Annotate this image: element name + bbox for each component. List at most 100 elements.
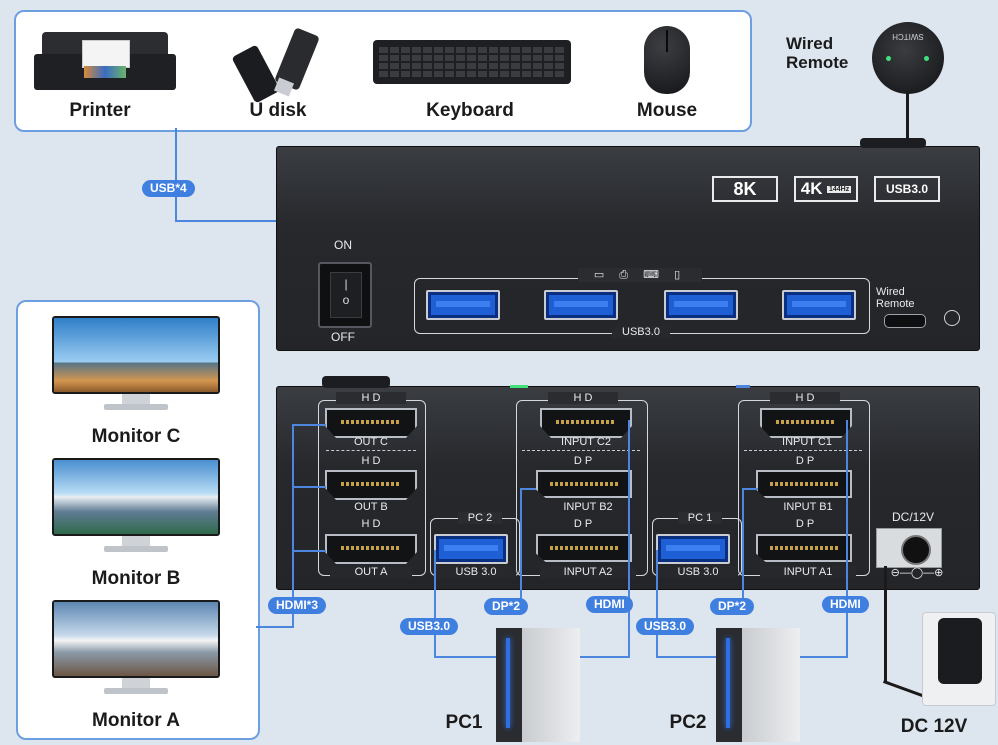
pc2-usb-wire-h: [434, 656, 504, 658]
dp-input-a1[interactable]: [756, 534, 852, 562]
power-switch[interactable]: | o: [318, 262, 372, 328]
remote-port[interactable]: [884, 314, 926, 328]
out-a-hd: H D: [361, 518, 381, 530]
monitor-b-label: Monitor B: [91, 568, 181, 589]
badge-usb30: USB3.0: [874, 176, 940, 202]
badge-4k-sub: 144Hz: [826, 186, 852, 194]
monitor-c-label: Monitor C: [91, 426, 181, 447]
back-indicator-1: [510, 385, 528, 388]
badge-4k: 4K 144Hz: [794, 176, 858, 202]
power-on-label: ON: [334, 238, 352, 252]
badge-4k-text: 4K: [800, 179, 823, 198]
hdmi-wire-a: [292, 550, 326, 552]
c2-hd: H D: [548, 392, 618, 404]
power-cable: [884, 566, 887, 682]
out-c-label: OUT C: [353, 436, 389, 448]
dp2-tag-a: DP*2: [484, 598, 529, 615]
pc1-tower-icon: [496, 628, 582, 742]
printer-icon: [30, 26, 180, 96]
pc1-divider: [744, 450, 862, 451]
back-indicator-2: [736, 385, 750, 388]
out-c-hd: H D: [336, 392, 406, 404]
pc2-usb-port[interactable]: [434, 534, 508, 564]
remote-port-label: Wired Remote: [876, 286, 915, 310]
hdmi-wire-to-panel: [256, 626, 294, 628]
out-a-label: OUT A: [330, 566, 412, 578]
a2-dp: D P: [573, 518, 593, 530]
power-off-label: OFF: [331, 330, 355, 344]
out-divider-1: [326, 450, 416, 451]
hdmi-wire-c: [292, 424, 326, 426]
usb30-tag-b: USB3.0: [636, 618, 695, 635]
hdmi-tag-b: HDMI: [822, 596, 869, 613]
dp-input-b2[interactable]: [536, 470, 632, 498]
pc2-usb-wire-v: [434, 550, 436, 658]
keyboard-icon: [373, 40, 571, 84]
hdmi-wire-b: [292, 486, 326, 488]
pc1-usb-wire-h: [656, 656, 726, 658]
hdmi-input-c1[interactable]: [760, 408, 852, 438]
pc1-hdmi-wire-v: [846, 420, 848, 656]
input-a2-label: INPUT A2: [540, 566, 636, 578]
udisk-label: U disk: [249, 100, 307, 121]
c1-hd: H D: [770, 392, 840, 404]
input-b1-label: INPUT B1: [783, 501, 833, 513]
kvm-front-panel: [276, 146, 980, 351]
out-b-hd: H D: [361, 455, 381, 467]
front-top-knob: [860, 138, 926, 148]
input-a1-label: INPUT A1: [760, 566, 856, 578]
remote-port-jack-icon: [944, 310, 960, 326]
pc2-divider: [522, 450, 640, 451]
hdmi3-tag: HDMI*3: [268, 597, 327, 614]
hdmi-out-a[interactable]: [325, 534, 417, 564]
front-usb-port-2[interactable]: [544, 290, 618, 320]
peripheral-icons-row: ▭ ⎙ ⌨ ▯: [578, 268, 702, 282]
front-usb-port-3[interactable]: [664, 290, 738, 320]
pc2-dp-wire-1: [520, 488, 536, 490]
hdmi-out-b[interactable]: [325, 470, 417, 500]
wired-remote-icon: SWITCH: [872, 22, 944, 94]
usb-disk-icon: [231, 24, 328, 104]
front-usb-label: USB3.0: [612, 326, 670, 338]
pc1-dp-wire-2: [742, 488, 744, 608]
back-top-knob: [322, 376, 390, 388]
badge-8k: 8K: [712, 176, 778, 202]
dp-input-b1[interactable]: [756, 470, 852, 498]
hdmi-tag-a: HDMI: [586, 596, 633, 613]
keyboard-label: Keyboard: [426, 100, 514, 121]
pc2-label: PC 2: [458, 512, 502, 524]
hdmi-wire-trunk: [292, 424, 294, 628]
printer-label: Printer: [69, 100, 131, 121]
b1-dp: D P: [795, 455, 815, 467]
dc-polarity: ⊖—◯—⊕: [890, 567, 944, 579]
input-c1-label: INPUT C1: [782, 436, 832, 448]
pc1-usb-port[interactable]: [656, 534, 730, 564]
pc2-tower-icon: [716, 628, 802, 742]
pc1-label-bottom: PC1: [445, 712, 483, 733]
pc2-dp-wire-2: [520, 488, 522, 608]
pc1-usb-wire-v: [656, 550, 658, 658]
pc1-hdmi-wire-h: [800, 656, 848, 658]
out-b-label: OUT B: [354, 501, 388, 513]
front-usb-port-1[interactable]: [426, 290, 500, 320]
hdmi-out-c[interactable]: [325, 408, 417, 438]
input-b2-label: INPUT B2: [563, 501, 613, 513]
pc2-usb-label: USB 3.0: [436, 566, 516, 578]
monitor-b: [52, 458, 220, 554]
front-usb-port-4[interactable]: [782, 290, 856, 320]
input-c2-label: INPUT C2: [561, 436, 611, 448]
dc-12v-label: DC 12V: [900, 716, 968, 737]
power-adapter-icon: [938, 618, 982, 684]
dp2-tag-b: DP*2: [710, 598, 755, 615]
pc1-usb-label: USB 3.0: [658, 566, 738, 578]
monitor-a: [52, 600, 220, 696]
dc-jack[interactable]: [876, 528, 942, 568]
dp-input-a2[interactable]: [536, 534, 632, 562]
pc2-hdmi-wire-h: [580, 656, 630, 658]
a1-dp: D P: [795, 518, 815, 530]
pc1-dp-wire-1: [742, 488, 758, 490]
usb4-tag: USB*4: [142, 180, 195, 197]
hdmi-input-c2[interactable]: [540, 408, 632, 438]
pc2-hdmi-wire-v: [628, 420, 630, 656]
pc2-label-bottom: PC2: [669, 712, 707, 733]
